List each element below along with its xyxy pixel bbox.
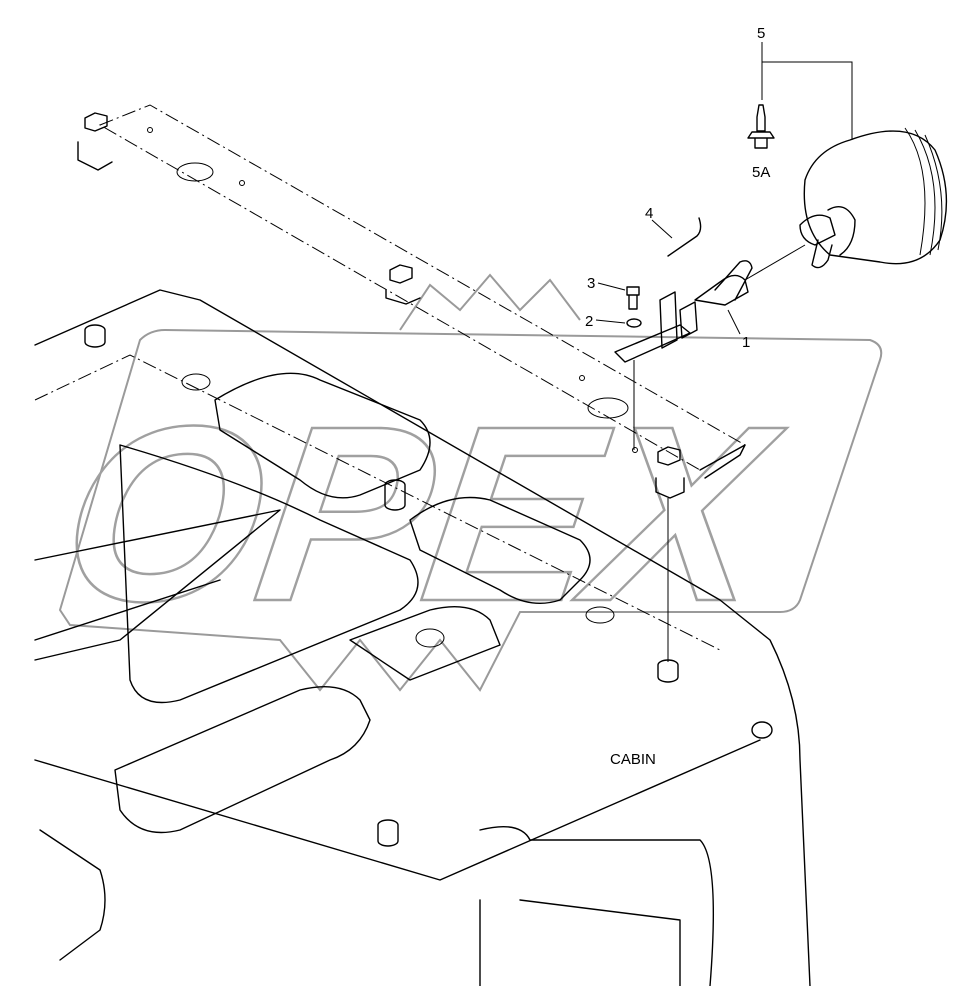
callout-5: 5 xyxy=(757,25,765,42)
callout-1: 1 xyxy=(742,334,750,351)
callout-4: 4 xyxy=(645,205,653,222)
callout-2: 2 xyxy=(585,313,593,330)
svg-text:OPEX: OPEX xyxy=(48,375,795,654)
cabin-roof xyxy=(34,289,811,986)
callout-leaders xyxy=(595,42,853,335)
lamp-bracket xyxy=(614,244,806,363)
washer xyxy=(626,318,642,328)
hex-key xyxy=(667,217,702,257)
watermark-logo: OPEX xyxy=(47,273,883,692)
bulb xyxy=(747,104,775,149)
callout-3: 3 xyxy=(587,275,595,292)
work-lamp xyxy=(799,127,948,269)
bolt xyxy=(626,286,640,310)
cabin-label: CABIN xyxy=(610,751,656,768)
callout-5a: 5A xyxy=(752,164,770,181)
roof-rail xyxy=(77,104,747,662)
